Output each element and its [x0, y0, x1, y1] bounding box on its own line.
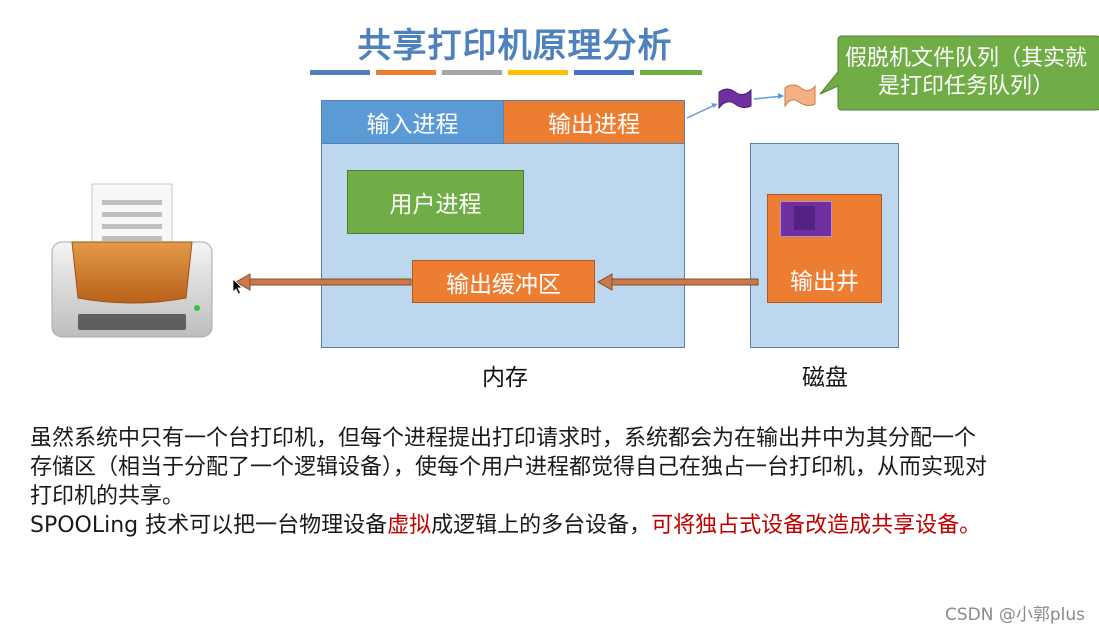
explanation-paragraph: 虽然系统中只有一个台打印机，但每个进程提出打印请求时，系统都会为在输出井中为其分…: [30, 424, 990, 540]
line2-text-b: 成逻辑上的多台设备，: [431, 513, 652, 538]
printer-icon: [51, 183, 213, 338]
title-stripe-4: [508, 70, 568, 75]
memory-label: 内存: [482, 365, 528, 391]
title-stripe-5: [574, 70, 634, 75]
output-well-label: 输出井: [790, 269, 859, 295]
title-stripe-1: [310, 70, 370, 75]
line2-highlight-shared: 可将独占式设备改造成共享设备。: [651, 513, 982, 538]
queue-file-flag-purple: [718, 88, 752, 110]
slide-title: 共享打印机原理分析: [357, 26, 673, 66]
title-stripe-3: [442, 70, 502, 75]
output-buffer-box: 输出缓冲区: [412, 260, 595, 303]
output-process-tab: 输出进程: [503, 100, 685, 144]
title-stripe-6: [640, 70, 702, 75]
line2-highlight-virtual: 虚拟: [387, 513, 432, 538]
arrow-well-to-buffer: [596, 273, 759, 291]
explanation-line-1: 虽然系统中只有一个台打印机，但每个进程提出打印请求时，系统都会为在输出井中为其分…: [30, 426, 988, 509]
callout-bubble: [819, 35, 1099, 111]
title-stripe-2: [376, 70, 436, 75]
disk-label: 磁盘: [802, 365, 848, 391]
line2-text-a: SPOOLing 技术可以把一台物理设备: [30, 513, 388, 538]
connector-line-1: [686, 103, 718, 119]
queue-file-flag-peach: [784, 84, 816, 108]
spool-file-inner-block: [794, 206, 815, 230]
arrow-buffer-to-printer: [234, 273, 412, 291]
callout-text: 假脱机文件队列（其实就是打印任务队列）: [844, 46, 1087, 99]
mouse-cursor-icon: [232, 278, 243, 295]
input-process-tab: 输入进程: [321, 100, 504, 144]
user-process-box: 用户进程: [347, 170, 524, 234]
watermark: CSDN @小郭plus: [944, 605, 1085, 625]
explanation-line-2: SPOOLing 技术可以把一台物理设备虚拟成逻辑上的多台设备，可将独占式设备改…: [30, 511, 990, 540]
